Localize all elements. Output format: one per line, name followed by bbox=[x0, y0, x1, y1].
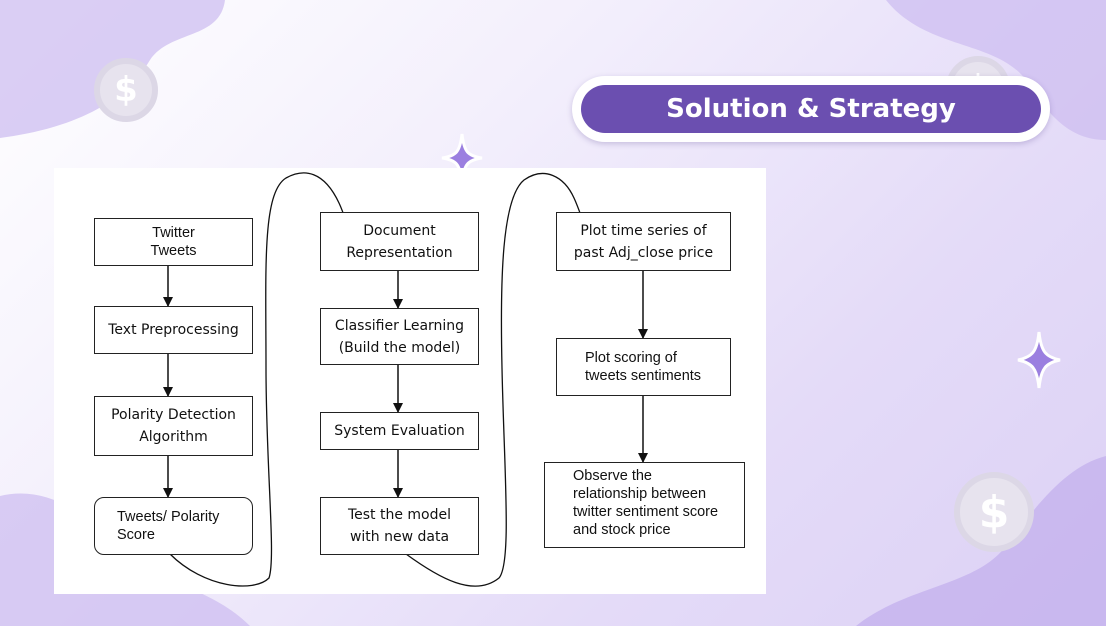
dollar-coin-icon: $ bbox=[94, 58, 158, 122]
sparkle-icon bbox=[1017, 331, 1061, 389]
slide-title: Solution & Strategy bbox=[581, 85, 1041, 133]
step-classifier-learning: Classifier Learning (Build the model) bbox=[320, 308, 479, 365]
step-polarity-score: Tweets/ Polarity Score bbox=[94, 497, 253, 555]
step-system-evaluation: System Evaluation bbox=[320, 412, 479, 450]
step-observe-relationship: Observe the relationship between twitter… bbox=[544, 462, 745, 548]
top-right-blob bbox=[886, 0, 1106, 140]
flowchart-connectors bbox=[163, 172, 648, 587]
curve-connector bbox=[169, 172, 357, 587]
step-plot-time-series: Plot time series of past Adj_close price bbox=[556, 212, 731, 271]
step-plot-scoring: Plot scoring of tweets sentiments bbox=[556, 338, 731, 396]
curve-connector bbox=[405, 172, 595, 587]
step-polarity-detection: Polarity Detection Algorithm bbox=[94, 396, 253, 456]
title-pill: Solution & Strategy bbox=[572, 76, 1050, 142]
dollar-coin-icon: $ bbox=[954, 472, 1034, 552]
bottom-right-blob bbox=[856, 456, 1106, 626]
step-test-model: Test the model with new data bbox=[320, 497, 479, 555]
step-text-preprocessing: Text Preprocessing bbox=[94, 306, 253, 354]
step-document-representation: Document Representation bbox=[320, 212, 479, 271]
step-twitter-tweets: Twitter Tweets bbox=[94, 218, 253, 266]
flowchart-diagram: Twitter Tweets Text Preprocessing Polari… bbox=[54, 168, 766, 594]
